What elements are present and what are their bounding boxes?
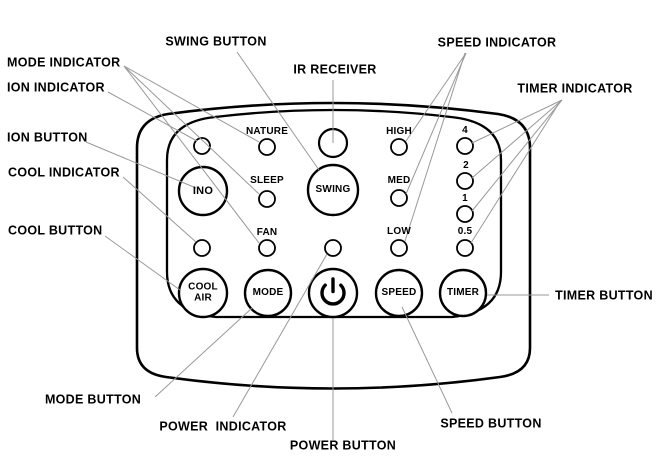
callout-cool-indicator: COOL INDICATOR	[8, 165, 120, 180]
speed-indicator-leader-3	[404, 52, 466, 242]
speed-indicator-leader-2	[405, 52, 467, 195]
callout-power-button: POWER BUTTON	[289, 438, 397, 453]
cool-air-button-label[interactable]: COOL AIR	[188, 281, 218, 303]
callout-mode-button: MODE BUTTON	[44, 392, 142, 407]
timer-4-label: 4	[462, 125, 468, 136]
speed-high-indicator-light	[390, 138, 408, 156]
callout-timer-indicator: TIMER INDICATOR	[517, 81, 633, 96]
mode-indicator-leader-3	[123, 65, 260, 244]
timer-indicator-leader-2	[471, 99, 563, 179]
timer-1-label: 1	[462, 193, 468, 204]
speed-button-label[interactable]: SPEED	[381, 286, 417, 298]
swing-button-label[interactable]: SWING	[315, 183, 351, 195]
timer-2-label: 2	[463, 160, 469, 171]
speed-low-indicator-light	[390, 239, 408, 257]
speed-indicator-leader-1	[405, 52, 467, 142]
ion-button[interactable]	[177, 165, 229, 217]
cool-button-leader	[104, 235, 181, 291]
timer-indicator-leader-4	[470, 99, 562, 244]
timer-05-label: 0.5	[457, 226, 473, 237]
timer-button[interactable]	[438, 268, 488, 318]
cool-indicator-light	[193, 239, 211, 257]
mode-button[interactable]	[243, 268, 293, 318]
ion-button-label[interactable]: INO	[192, 184, 214, 197]
timer-indicator-leader-1	[471, 99, 563, 144]
power-icon	[320, 277, 346, 306]
speed-button[interactable]	[374, 268, 424, 318]
callout-mode-indicator: MODE INDICATOR	[7, 55, 121, 70]
nature-indicator-light	[258, 138, 276, 156]
callout-ir-receiver: IR RECEIVER	[293, 62, 377, 77]
mode-indicator-leader-1	[123, 65, 260, 143]
callout-timer-button: TIMER BUTTON	[555, 288, 653, 303]
ion-indicator-light	[193, 137, 211, 155]
leader-lines	[85, 51, 563, 440]
callout-speed-button: SPEED BUTTON	[440, 416, 542, 431]
speed-button-leader	[401, 306, 453, 414]
timer-1-indicator-light	[456, 205, 474, 223]
nature-label: NATURE	[245, 126, 289, 137]
fan-indicator-light	[258, 239, 276, 257]
swing-button[interactable]	[306, 163, 360, 217]
callout-cool-button: COOL BUTTON	[8, 223, 103, 238]
callout-ion-indicator: ION INDICATOR	[7, 80, 105, 95]
callout-speed-indicator: SPEED INDICATOR	[437, 35, 557, 50]
mode-button-label[interactable]: MODE	[252, 286, 284, 298]
callout-power-indicator: POWER INDICATOR	[159, 419, 287, 434]
med-label: MED	[387, 175, 411, 186]
callout-swing-button: SWING BUTTON	[165, 34, 267, 49]
low-label: LOW	[387, 226, 411, 237]
timer-2-indicator-light	[456, 172, 474, 190]
timer-4-indicator-light	[456, 137, 474, 155]
timer-indicator-leader-3	[471, 99, 563, 212]
sleep-indicator-light	[258, 190, 276, 208]
timer-button-label[interactable]: TIMER	[446, 286, 480, 298]
timer-05-indicator-light	[456, 239, 474, 257]
sleep-label: SLEEP	[250, 175, 284, 186]
callout-ion-button: ION BUTTON	[7, 130, 88, 145]
power-indicator-light	[324, 239, 342, 257]
mode-button-leader	[154, 307, 253, 398]
fan-label: FAN	[256, 227, 278, 238]
cool-indicator-leader	[122, 176, 197, 243]
cool-air-button[interactable]	[177, 267, 229, 319]
ion-indicator-leader	[107, 91, 198, 142]
speed-med-indicator-light	[390, 189, 408, 207]
swing-button-leader	[236, 51, 320, 171]
ion-button-leader	[85, 141, 197, 189]
high-label: HIGH	[386, 126, 412, 137]
mode-indicator-leader-2	[123, 65, 260, 195]
power-indicator-leader	[232, 253, 328, 418]
